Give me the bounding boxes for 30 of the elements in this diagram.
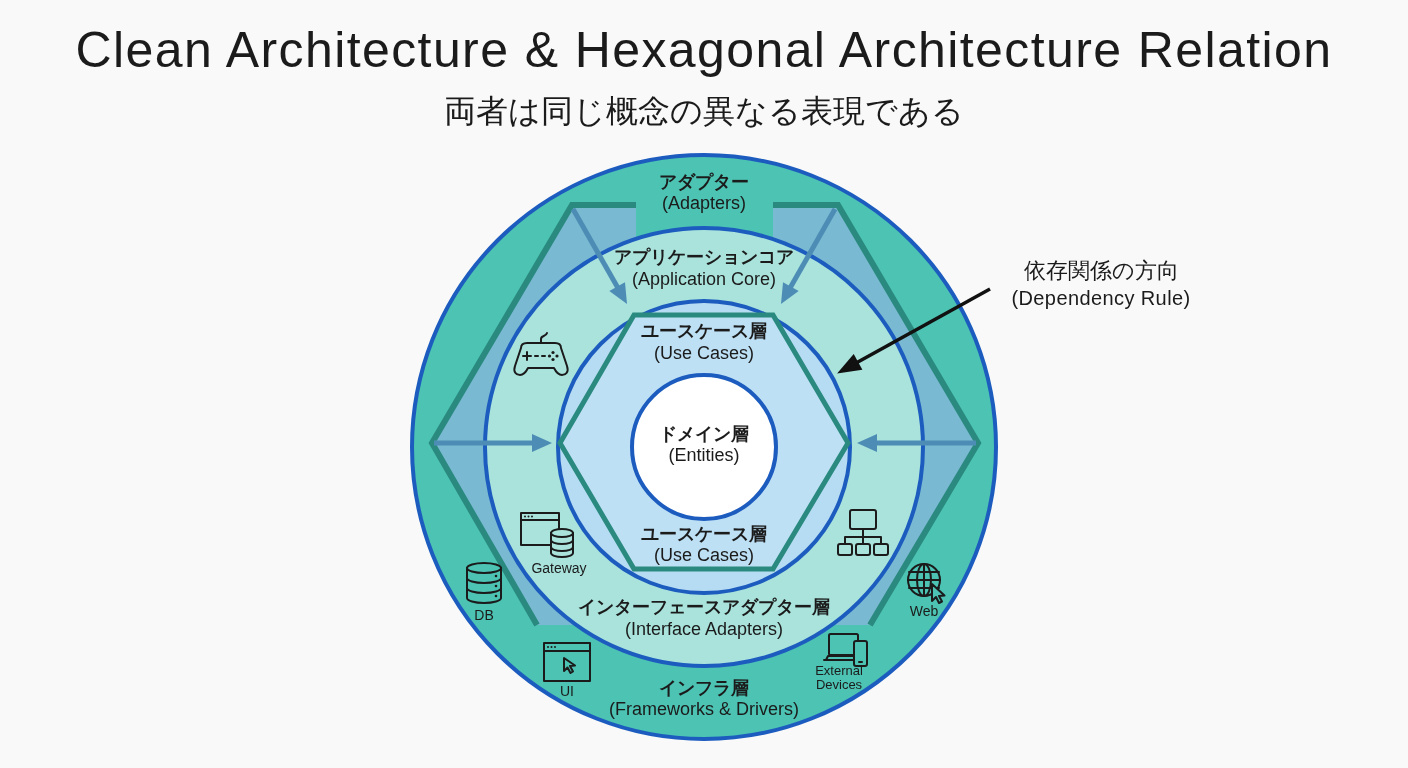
- subtitle: 両者は同じ概念の異なる表現である: [444, 93, 964, 130]
- icon-label: UI: [560, 683, 574, 700]
- title: Clean Architecture & Hexagonal Architecture Relation: [75, 22, 1333, 80]
- annotation-label: 依存関係の方向: [1023, 258, 1179, 284]
- icon-label: DB: [474, 607, 494, 624]
- icon-label: Web: [909, 603, 939, 620]
- english-label: (Frameworks & Drivers): [609, 699, 799, 720]
- english-label: (Adapters): [662, 193, 746, 214]
- english-label: (Use Cases): [654, 545, 754, 566]
- english-label: (Interface Adapters): [624, 619, 784, 640]
- layer-label: インターフェースアダプター層: [578, 597, 830, 618]
- english-label: (Entities): [668, 445, 740, 466]
- icon-label: External Devices: [814, 664, 864, 692]
- english-label: (Application Core): [631, 269, 777, 290]
- layer-label: インフラ層: [659, 678, 749, 699]
- layer-label: アプリケーションコア: [614, 247, 794, 268]
- outer-ring: [410, 153, 998, 741]
- arrow: [837, 287, 991, 374]
- english-label: (Dependency Rule): [1011, 287, 1191, 310]
- layer-label: ユースケース層: [641, 524, 767, 545]
- icon-label: Gateway: [531, 560, 587, 577]
- arrow: [434, 434, 552, 452]
- layer-label: ドメイン層: [659, 424, 749, 445]
- arrow: [570, 207, 628, 305]
- english-label: (Use Cases): [654, 343, 754, 364]
- center-circle: [630, 373, 778, 521]
- layer-label: ユースケース層: [641, 321, 767, 342]
- arrow: [780, 207, 838, 305]
- layer-label: アダプター: [659, 172, 749, 193]
- arrow: [857, 434, 976, 452]
